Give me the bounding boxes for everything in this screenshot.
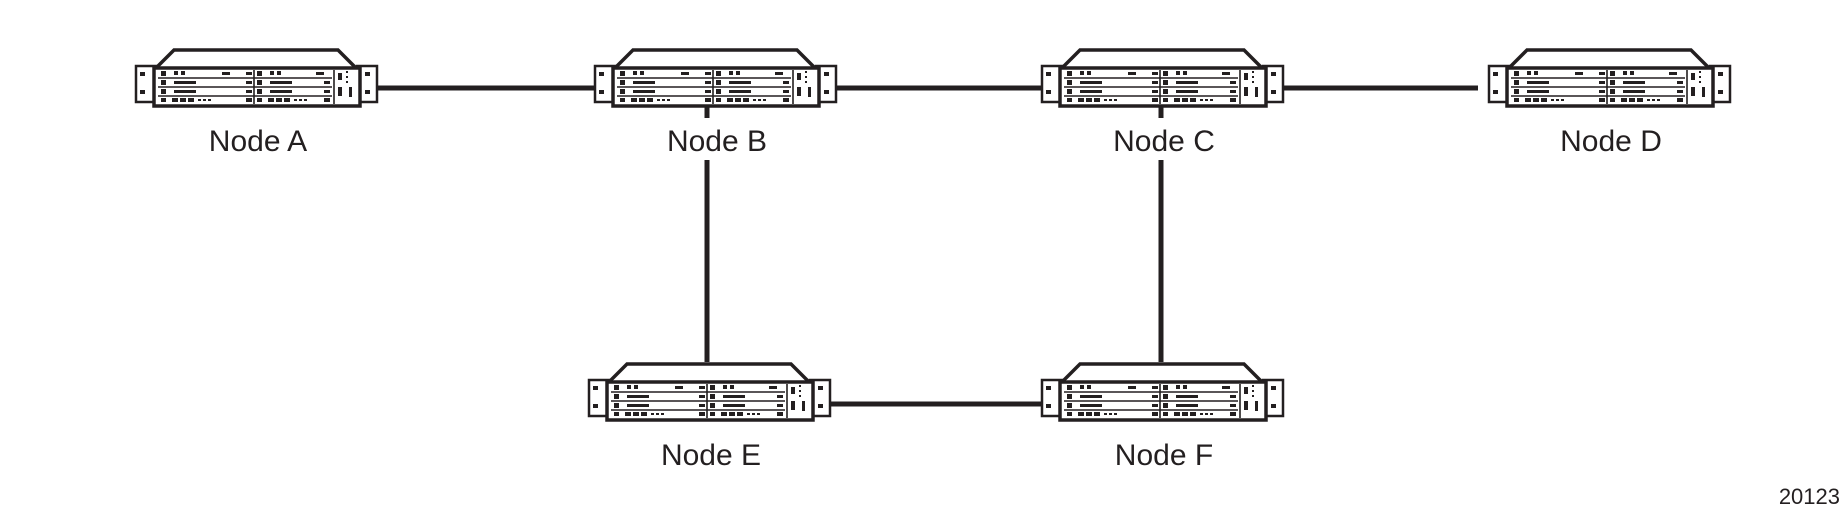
node-c: Node C [1040,48,1285,158]
node-b: Node B [593,48,838,158]
node-label: Node A [209,125,307,158]
node-label: Node E [661,439,761,472]
node-f: Node F [1040,362,1285,472]
rack-router-icon [134,48,379,108]
rack-router-icon [1040,48,1285,108]
node-label: Node D [1560,125,1662,158]
node-label: Node B [667,125,767,158]
node-label: Node F [1115,439,1213,472]
rack-router-icon [1487,48,1732,108]
node-d: Node D [1487,48,1732,158]
node-label: Node C [1113,125,1215,158]
figure-id: 20123 [1779,484,1840,509]
rack-router-icon [587,362,832,422]
rack-router-icon [1040,362,1285,422]
links [326,85,1478,407]
node-e: Node E [587,362,832,472]
rack-router-icon [593,48,838,108]
node-a: Node A [134,48,379,158]
